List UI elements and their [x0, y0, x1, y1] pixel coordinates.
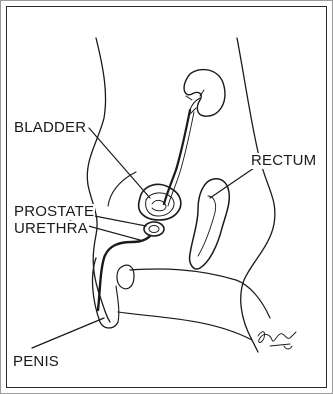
artist-signature	[258, 332, 296, 349]
ureter-inner	[168, 112, 194, 206]
renal-pelvis	[186, 90, 204, 114]
prostate-organ	[144, 222, 164, 236]
testis	[117, 265, 134, 289]
bladder-leader	[89, 128, 150, 198]
prostate-label: PROSTATE	[13, 204, 95, 220]
rectum-inner	[198, 196, 216, 256]
rectum-leader	[210, 168, 254, 198]
inner-thigh-line	[118, 312, 252, 340]
rectum-organ	[190, 179, 230, 269]
urethra-path	[98, 236, 150, 310]
back-outline	[237, 38, 275, 352]
rectum-label: RECTUM	[250, 153, 317, 169]
penis-leader	[32, 318, 104, 348]
penis-label: PENIS	[12, 354, 60, 370]
prostate-inner	[149, 226, 159, 233]
thigh-line	[130, 269, 270, 318]
bladder-label: BLADDER	[13, 120, 87, 136]
scrotum-line	[116, 286, 119, 322]
urethra-label: URETHRA	[13, 221, 89, 237]
bladder-inner	[146, 193, 174, 216]
penis-outline	[93, 258, 118, 328]
ureter	[164, 110, 190, 204]
bladder-detail	[152, 200, 166, 210]
torso-outline	[87, 38, 110, 322]
